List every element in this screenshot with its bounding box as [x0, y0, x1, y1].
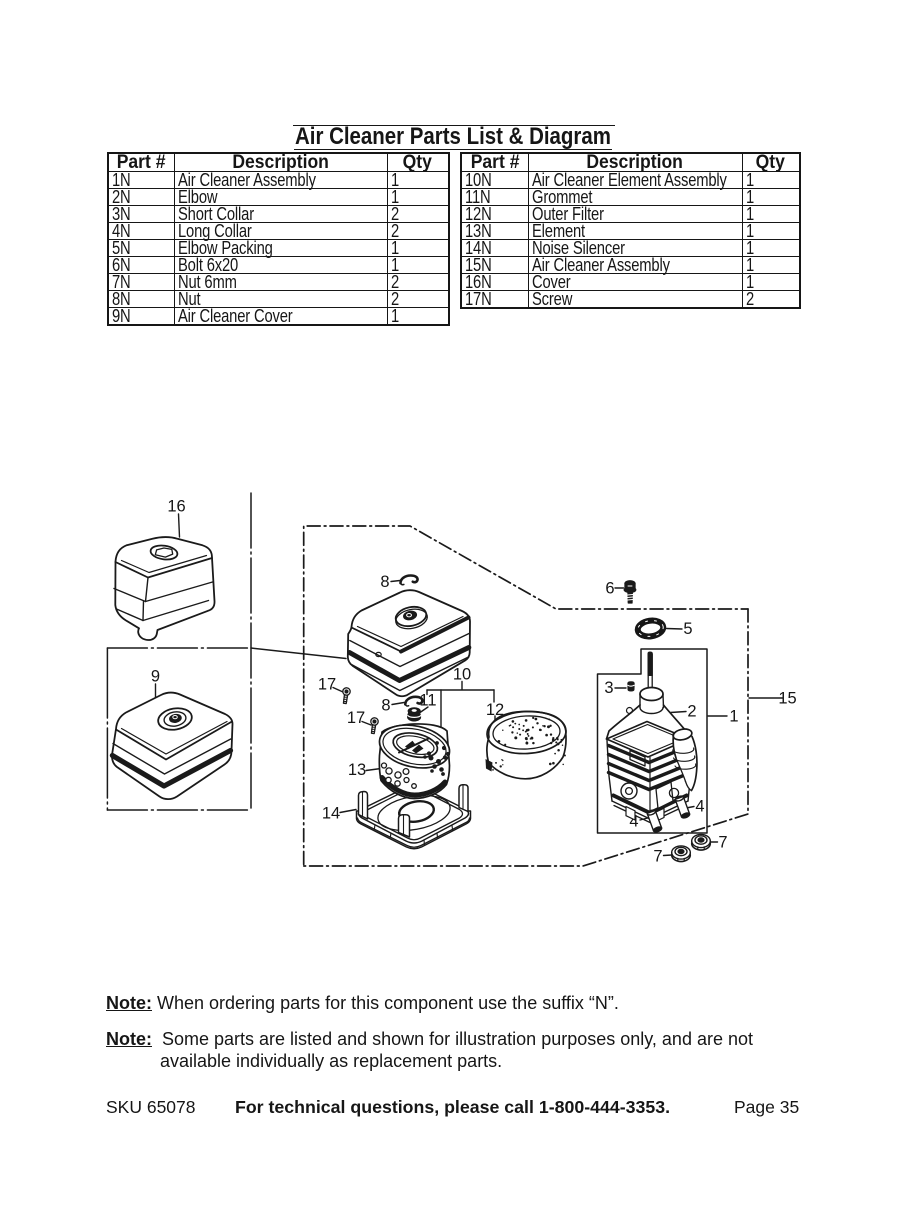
svg-text:4: 4: [629, 813, 638, 831]
svg-text:5: 5: [683, 620, 692, 638]
svg-text:17: 17: [318, 676, 336, 694]
svg-text:13: 13: [348, 761, 366, 779]
svg-text:6: 6: [605, 580, 614, 598]
svg-text:15: 15: [778, 690, 796, 708]
svg-text:9: 9: [151, 668, 160, 686]
svg-text:14: 14: [322, 805, 340, 823]
svg-text:3: 3: [604, 679, 613, 697]
svg-text:10: 10: [453, 666, 471, 684]
svg-text:12: 12: [486, 701, 504, 719]
svg-text:4: 4: [695, 798, 704, 816]
svg-text:7: 7: [718, 834, 727, 852]
svg-text:11: 11: [419, 692, 436, 710]
svg-text:17: 17: [347, 709, 365, 727]
svg-text:2: 2: [687, 703, 696, 721]
svg-text:16: 16: [167, 498, 185, 516]
svg-text:1: 1: [729, 708, 738, 726]
svg-text:7: 7: [653, 848, 662, 866]
svg-text:8: 8: [381, 697, 390, 715]
svg-text:8: 8: [380, 573, 389, 591]
